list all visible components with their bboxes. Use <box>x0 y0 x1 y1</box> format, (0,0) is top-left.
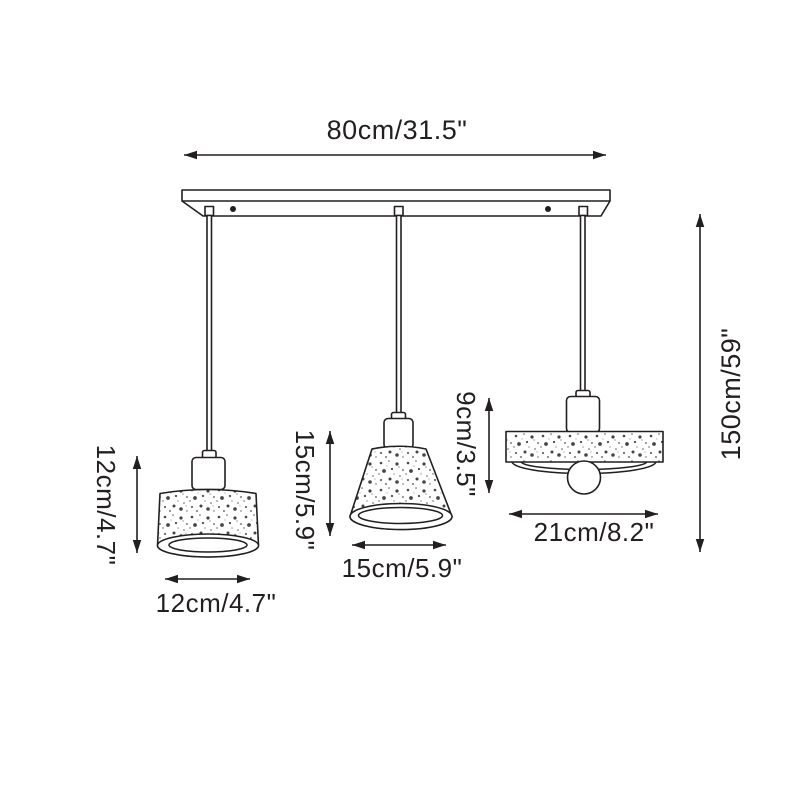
dim-lamp2-width-label: 15cm/5.9" <box>342 553 463 583</box>
ceiling-plate <box>181 189 611 217</box>
cord-left <box>206 214 213 453</box>
socket-left <box>191 456 226 491</box>
dim-lamp2: 15cm/5.9" 15cm/5.9" <box>290 430 462 583</box>
cord-grip-right <box>578 205 589 217</box>
dim-overall-height-label: 150cm/59" <box>716 328 746 461</box>
dim-plate-width: 80cm/31.5" <box>184 115 606 160</box>
pendant-middle-cone <box>349 411 453 531</box>
screw-right-icon <box>545 206 551 212</box>
bulb <box>566 460 602 495</box>
dim-lamp2-height-label: 15cm/5.9" <box>290 430 320 551</box>
cord-middle <box>395 214 402 415</box>
shade-middle-rim-inner <box>357 506 444 525</box>
cord-grip-middle <box>393 205 404 217</box>
shade-right-disc <box>505 430 664 463</box>
dim-lamp1: 12cm/4.7" 12cm/4.7" <box>91 445 276 618</box>
socket-right <box>565 395 601 434</box>
dim-lamp3: 9cm/3.5" 21cm/8.2" <box>451 391 658 547</box>
cord-right <box>579 214 586 393</box>
cord-grip-left <box>204 205 215 217</box>
pendant-right-disc <box>505 389 664 495</box>
shade-left-rim-inner <box>168 537 248 553</box>
dim-lamp3-height-label: 9cm/3.5" <box>451 391 481 497</box>
dim-lamp3-width-label: 21cm/8.2" <box>534 517 655 547</box>
dim-lamp1-width-label: 12cm/4.7" <box>156 588 277 618</box>
pendant-left-cylinder <box>156 449 260 558</box>
socket-middle <box>383 417 414 450</box>
screw-left-icon <box>230 206 236 212</box>
dim-lamp1-height-label: 12cm/4.7" <box>91 445 121 566</box>
dim-overall-height: 150cm/59" <box>695 214 746 552</box>
dim-plate-width-label: 80cm/31.5" <box>327 115 468 145</box>
